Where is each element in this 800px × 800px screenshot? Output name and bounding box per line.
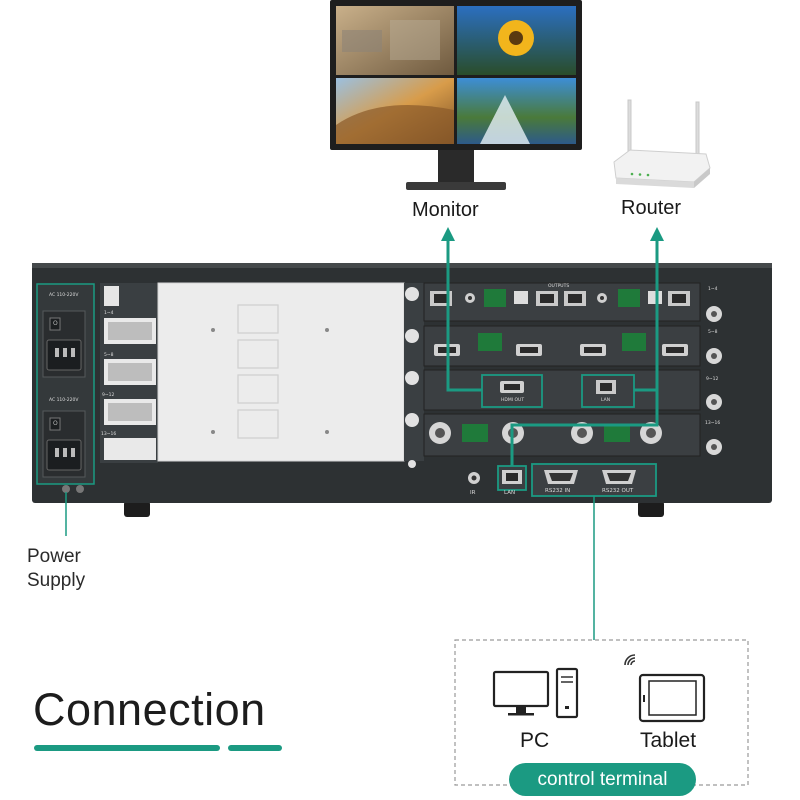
router-lan-line [510,240,659,466]
ac-label-top: AC 110-220V [49,293,79,298]
slot-label-1-4: 1~4 [104,311,114,316]
device-foot [124,501,150,517]
right-label-5-8: 5~8 [708,330,718,335]
right-label-13-16: 13~16 [705,421,721,426]
underline-long [34,745,220,751]
slot-label-9-12: 9~12 [102,393,115,398]
underline-short [228,745,282,751]
power-supply-line-1: Power [27,546,81,567]
router-label: Router [621,197,682,219]
power-supply-line-2: Supply [27,570,86,591]
slot-label-13-16: 13~16 [101,432,117,437]
lan-label: LAN [504,490,516,496]
hdmi-out-label: HDMI OUT [501,398,525,403]
control-terminal-badge: control terminal [509,763,696,796]
power-supply-label: Power Supply [27,545,85,593]
power-switch-mark-bottom: O [53,420,58,427]
pc-tower-icon [555,667,579,719]
rs232-out-label: RS232 OUT [602,488,634,494]
wifi-icon [624,654,636,666]
empty-bay [158,283,404,461]
device-foot [638,501,664,517]
monitor-icon [330,0,582,190]
monitor-label: Monitor [412,199,479,221]
rs232-in-label: RS232 IN [545,488,571,494]
slot-label-5-8: 5~8 [104,353,114,358]
right-label-9-12: 9~12 [706,377,719,382]
pc-label: PC [520,729,550,752]
outputs-label: OUTPUTS [548,284,570,289]
router-icon [613,99,711,188]
monitor-arrowhead [441,227,455,241]
lan-small-label: LAN [601,398,611,403]
monitor-hdmi-line [446,240,482,392]
router-arrowhead [650,227,664,241]
connection-title: Connection [33,684,266,735]
tablet-icon [638,673,706,723]
matrix-device [32,263,772,517]
pc-monitor-icon [492,670,550,716]
ir-label: IR [470,490,476,496]
right-label-1-4: 1~4 [708,287,718,292]
tablet-label: Tablet [640,729,697,752]
power-switch-mark-top: O [53,320,58,327]
ac-label-bottom: AC 110-220V [49,398,79,403]
